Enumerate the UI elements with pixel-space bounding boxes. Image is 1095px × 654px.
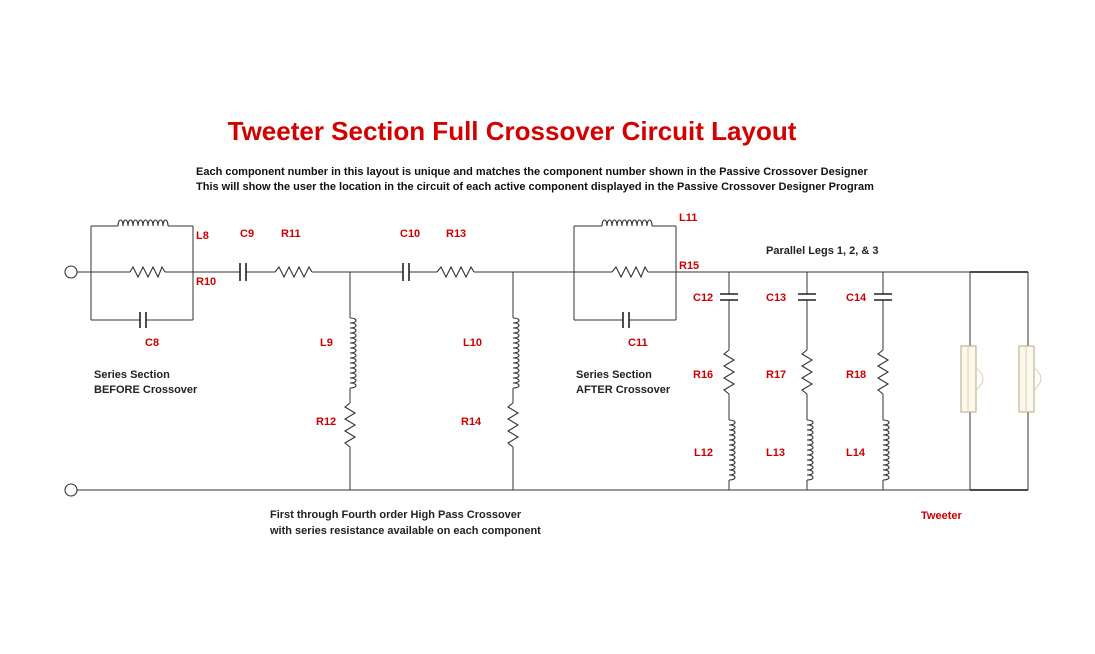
resistor-r16 xyxy=(722,349,736,395)
description-line-2: This will show the user the location in … xyxy=(196,181,874,193)
inductor-l13 xyxy=(806,419,814,481)
resistor-r17 xyxy=(800,349,814,395)
label-l9: L9 xyxy=(320,337,333,349)
inductor-l14 xyxy=(882,419,890,481)
series-after-note-1: Series Section xyxy=(576,369,652,381)
resistor-r10 xyxy=(129,265,166,279)
tweeter-label: Tweeter xyxy=(921,510,962,522)
description-line-1: Each component number in this layout is … xyxy=(196,166,868,178)
inductor-l9 xyxy=(349,317,357,389)
label-r11: R11 xyxy=(281,228,301,240)
shunt-leg-l9-r12 xyxy=(343,272,357,490)
parallel-legs-note: Parallel Legs 1, 2, & 3 xyxy=(766,245,879,257)
parallel-leg-2 xyxy=(798,272,816,490)
label-r10: R10 xyxy=(196,276,216,288)
resistor-r14 xyxy=(506,402,520,448)
label-l12: L12 xyxy=(694,447,713,459)
series-after-network xyxy=(573,219,677,328)
label-l14: L14 xyxy=(846,447,866,459)
label-r14: R14 xyxy=(461,416,482,428)
label-c14: C14 xyxy=(846,292,867,304)
label-r18: R18 xyxy=(846,369,866,381)
series-before-note-2: BEFORE Crossover xyxy=(94,384,198,396)
label-c9: C9 xyxy=(240,228,254,240)
label-c12: C12 xyxy=(693,292,713,304)
label-c10: C10 xyxy=(400,228,420,240)
inductor-l12 xyxy=(728,419,736,481)
inductor-l10 xyxy=(512,317,520,389)
resistor-r12 xyxy=(343,402,357,448)
label-l10: L10 xyxy=(463,337,482,349)
highpass-note-2: with series resistance available on each… xyxy=(269,525,541,537)
label-r15: R15 xyxy=(679,260,699,272)
label-r17: R17 xyxy=(766,369,786,381)
inductor-l11 xyxy=(601,219,653,227)
inductor-l8 xyxy=(117,219,169,227)
resistor-r13 xyxy=(436,265,475,279)
resistor-r15 xyxy=(611,265,649,279)
label-r12: R12 xyxy=(316,416,336,428)
resistor-r18 xyxy=(876,349,890,395)
label-c8: C8 xyxy=(145,337,159,349)
label-l13: L13 xyxy=(766,447,785,459)
resistor-r11 xyxy=(274,265,313,279)
page-title: Tweeter Section Full Crossover Circuit L… xyxy=(228,116,797,146)
series-after-note-2: AFTER Crossover xyxy=(576,384,671,396)
series-before-note-1: Series Section xyxy=(94,369,170,381)
label-r13: R13 xyxy=(446,228,466,240)
input-terminal-negative xyxy=(64,483,78,497)
parallel-leg-1 xyxy=(720,272,738,490)
parallel-leg-3 xyxy=(874,272,892,490)
label-r16: R16 xyxy=(693,369,713,381)
tweeter-load xyxy=(960,271,1042,491)
series-before-network xyxy=(90,219,194,328)
label-c11: C11 xyxy=(628,337,648,349)
shunt-leg-l10-r14 xyxy=(506,272,520,490)
input-terminal-positive xyxy=(64,265,78,279)
label-l11: L11 xyxy=(679,212,697,224)
label-c13: C13 xyxy=(766,292,786,304)
label-l8: L8 xyxy=(196,230,209,242)
highpass-note-1: First through Fourth order High Pass Cro… xyxy=(270,509,522,521)
